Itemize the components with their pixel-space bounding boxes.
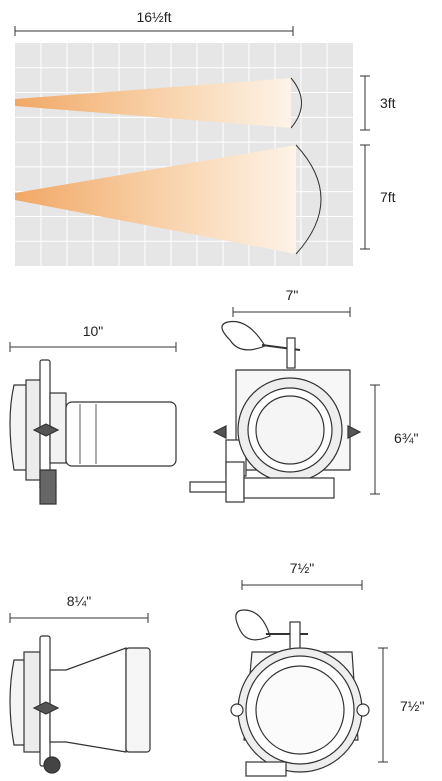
beam-width-label: 16½ft (136, 9, 171, 25)
narrow-beam-cone (15, 78, 291, 128)
fixture-1-depth-label: 10" (83, 323, 104, 339)
fixture-2-front-view: 7½" 7½" (230, 560, 424, 777)
fixture-2-depth-label: 8¼" (67, 593, 91, 609)
beam-spread-diagram: 16½ft 3ft 7ft (14, 9, 396, 266)
beam-grid-background (15, 43, 353, 266)
fixture-2-width-label: 7½" (290, 560, 314, 576)
narrow-spread-label: 3ft (380, 95, 396, 111)
fixture-1-height-label: 6¾" (394, 430, 418, 446)
wide-beam-rim (295, 144, 322, 255)
fixture-2-side-view: 8¼" (9, 593, 151, 774)
wide-spread-label: 7ft (380, 189, 396, 205)
narrow-beam-rim (290, 77, 302, 129)
fixture-2-height-label: 7½" (400, 698, 424, 714)
fixture-1-front-view: 7" 6¾" (189, 287, 418, 503)
fixture-1-width-label: 7" (286, 287, 299, 303)
wide-beam-cone (15, 145, 296, 254)
fixture-1-side-view: 10" (9, 323, 177, 505)
